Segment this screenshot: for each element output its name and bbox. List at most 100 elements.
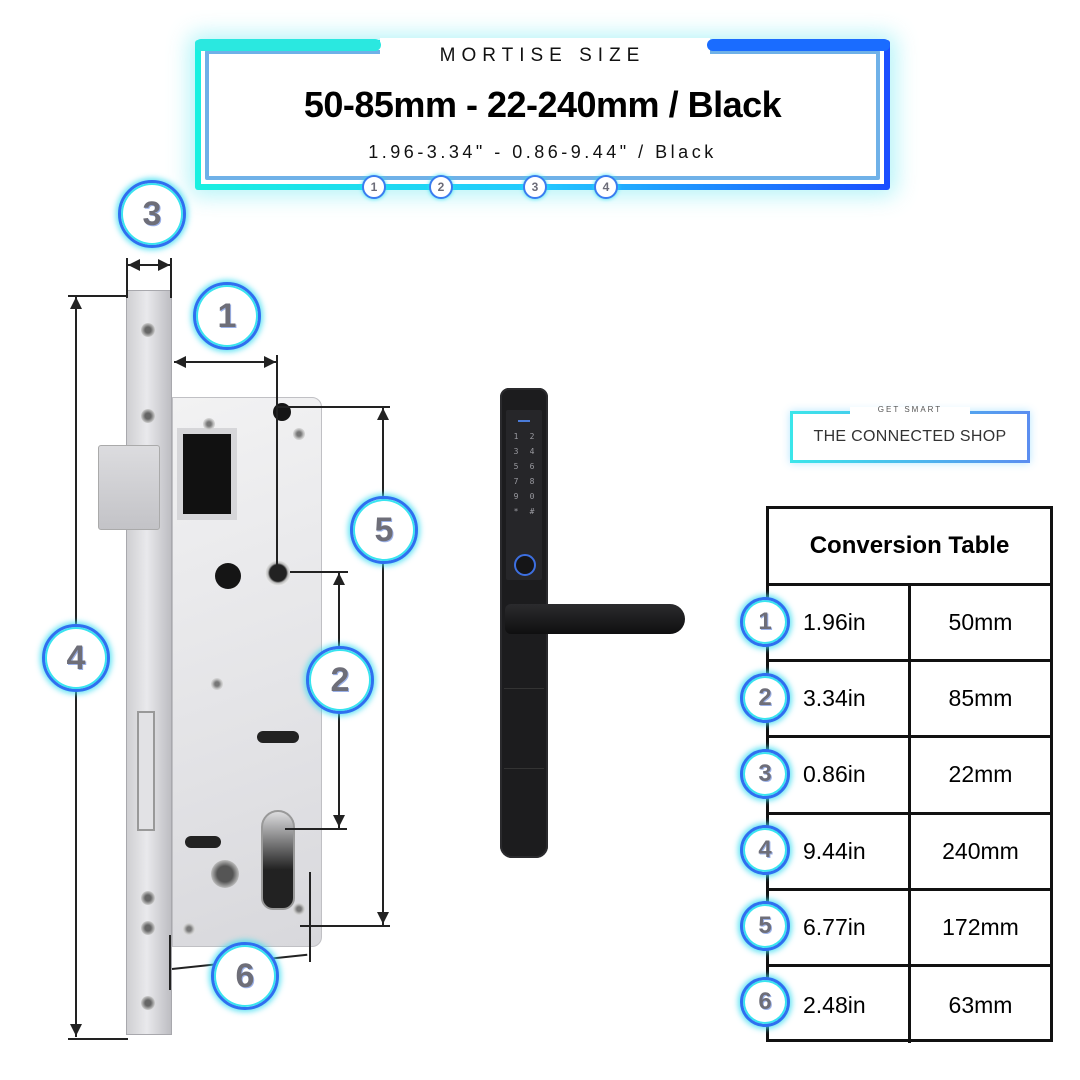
header-frame-outer <box>195 40 890 190</box>
keypad-key: 7 <box>513 477 519 486</box>
dimension-2-extension-top <box>290 571 348 573</box>
dimension-5-extension-top <box>278 406 390 408</box>
dimension-badge-1: 1 <box>193 282 261 350</box>
keypad-key: 3 <box>513 447 519 456</box>
dimension-6-extension-right <box>309 872 311 962</box>
cell-inches: 9.44in <box>769 814 911 888</box>
keypad-key: 9 <box>513 492 519 501</box>
arrow-up-icon <box>377 408 389 420</box>
dimension-3-extension-right <box>170 258 172 298</box>
keypad-key: 8 <box>529 477 535 486</box>
table-badge-5: 5 <box>740 901 790 951</box>
table-badge-4: 4 <box>740 825 790 875</box>
cell-inches: 1.96in <box>769 586 911 660</box>
header-frame-gap <box>380 38 710 58</box>
case-hole <box>215 563 241 589</box>
header-label: MORTISE SIZE <box>439 45 646 66</box>
dimension-3-extension-left <box>126 258 128 298</box>
case-slot <box>185 836 221 848</box>
case-round-hole <box>211 860 239 888</box>
faceplate-slot <box>137 711 155 831</box>
table-row: 9.44in 240mm <box>769 814 1050 891</box>
dimension-badge-4: 4 <box>42 624 110 692</box>
cell-inches: 3.34in <box>769 662 911 736</box>
status-led <box>518 420 530 422</box>
keypad-key: 0 <box>529 492 535 501</box>
table-badge-2: 2 <box>740 673 790 723</box>
faceplate-screw-hole <box>141 891 155 905</box>
lock-body-seam <box>504 688 544 689</box>
keypad-key: * <box>513 507 519 516</box>
lock-body-seam <box>504 768 544 769</box>
latch-bolt <box>98 445 160 530</box>
dimension-5-extension-bottom <box>300 925 390 927</box>
table-badge-6: 6 <box>740 977 790 1027</box>
lever-handle <box>505 604 685 634</box>
keypad-key: 5 <box>513 462 519 471</box>
dimension-badge-3: 3 <box>118 180 186 248</box>
arrow-down-icon <box>70 1024 82 1036</box>
dimension-4-extension-bottom <box>68 1038 128 1040</box>
table-row: 0.86in 22mm <box>769 738 1050 815</box>
logo-frame-gap <box>850 407 970 419</box>
page-title: 50-85mm - 22-240mm / Black <box>303 84 782 125</box>
arrow-right-icon <box>264 356 276 368</box>
arrow-right-icon <box>158 259 170 271</box>
arrow-down-icon <box>333 815 345 827</box>
logo-frame <box>790 411 1030 463</box>
dimension-badge-6: 6 <box>211 942 279 1010</box>
keypad-key: 6 <box>529 462 535 471</box>
header-badge-3: 3 <box>523 175 547 199</box>
header-badge-4: 4 <box>594 175 618 199</box>
case-window <box>177 428 237 520</box>
header-badge-1: 1 <box>362 175 386 199</box>
cell-inches: 0.86in <box>769 738 911 812</box>
logo-tagline: GET SMART <box>877 405 943 414</box>
header-frame-cap-right <box>707 39 890 51</box>
case-screw <box>211 678 223 690</box>
cell-inches: 2.48in <box>769 966 911 1044</box>
dimension-badge-5: 5 <box>350 496 418 564</box>
cell-mm: 240mm <box>942 837 1019 864</box>
faceplate-screw-hole <box>141 921 155 935</box>
case-screw <box>293 428 305 440</box>
arrow-left-icon <box>128 259 140 271</box>
dimension-3-line <box>128 264 170 266</box>
keypad-key: # <box>529 507 535 516</box>
faceplate <box>126 290 172 1035</box>
cell-mm: 172mm <box>942 913 1019 940</box>
case-slot <box>257 731 299 743</box>
fingerprint-sensor-icon <box>514 554 536 576</box>
table-row: 6.77in 172mm <box>769 890 1050 967</box>
keypad-panel: 1 2 3 4 5 6 7 8 9 0 * # <box>506 410 542 580</box>
dimension-2-extension-bottom <box>285 828 347 830</box>
faceplate-screw-hole <box>141 996 155 1010</box>
brand-logo: GET SMART THE CONNECTED SHOP <box>790 404 1030 464</box>
case-screw <box>203 418 215 430</box>
table-row: 2.48in 63mm <box>769 966 1050 1044</box>
cell-mm: 22mm <box>948 761 1013 788</box>
case-screw <box>293 903 305 915</box>
table-badge-3: 3 <box>740 749 790 799</box>
lock-case <box>172 397 322 947</box>
dimension-6-extension-left <box>169 935 171 990</box>
keypad-key: 1 <box>513 432 519 441</box>
cell-mm: 85mm <box>948 685 1013 712</box>
table-badge-1: 1 <box>740 597 790 647</box>
handle-spindle <box>265 560 291 586</box>
faceplate-screw-hole <box>141 323 155 337</box>
euro-cylinder-hole <box>261 810 295 910</box>
arrow-up-icon <box>70 297 82 309</box>
logo-name: THE CONNECTED SHOP <box>813 428 1007 445</box>
keypad-key: 4 <box>529 447 535 456</box>
dimension-5-line <box>382 408 384 925</box>
faceplate-screw-hole <box>141 409 155 423</box>
header-badge-2: 2 <box>429 175 453 199</box>
conversion-table-title: Conversion Table <box>769 509 1050 586</box>
dimension-4-extension-top <box>68 295 128 297</box>
dimension-1-line <box>174 361 276 363</box>
keypad: 1 2 3 4 5 6 7 8 9 0 * # <box>511 432 537 516</box>
cell-mm: 63mm <box>948 991 1013 1018</box>
keypad-key: 2 <box>529 432 535 441</box>
cell-inches: 6.77in <box>769 890 911 964</box>
